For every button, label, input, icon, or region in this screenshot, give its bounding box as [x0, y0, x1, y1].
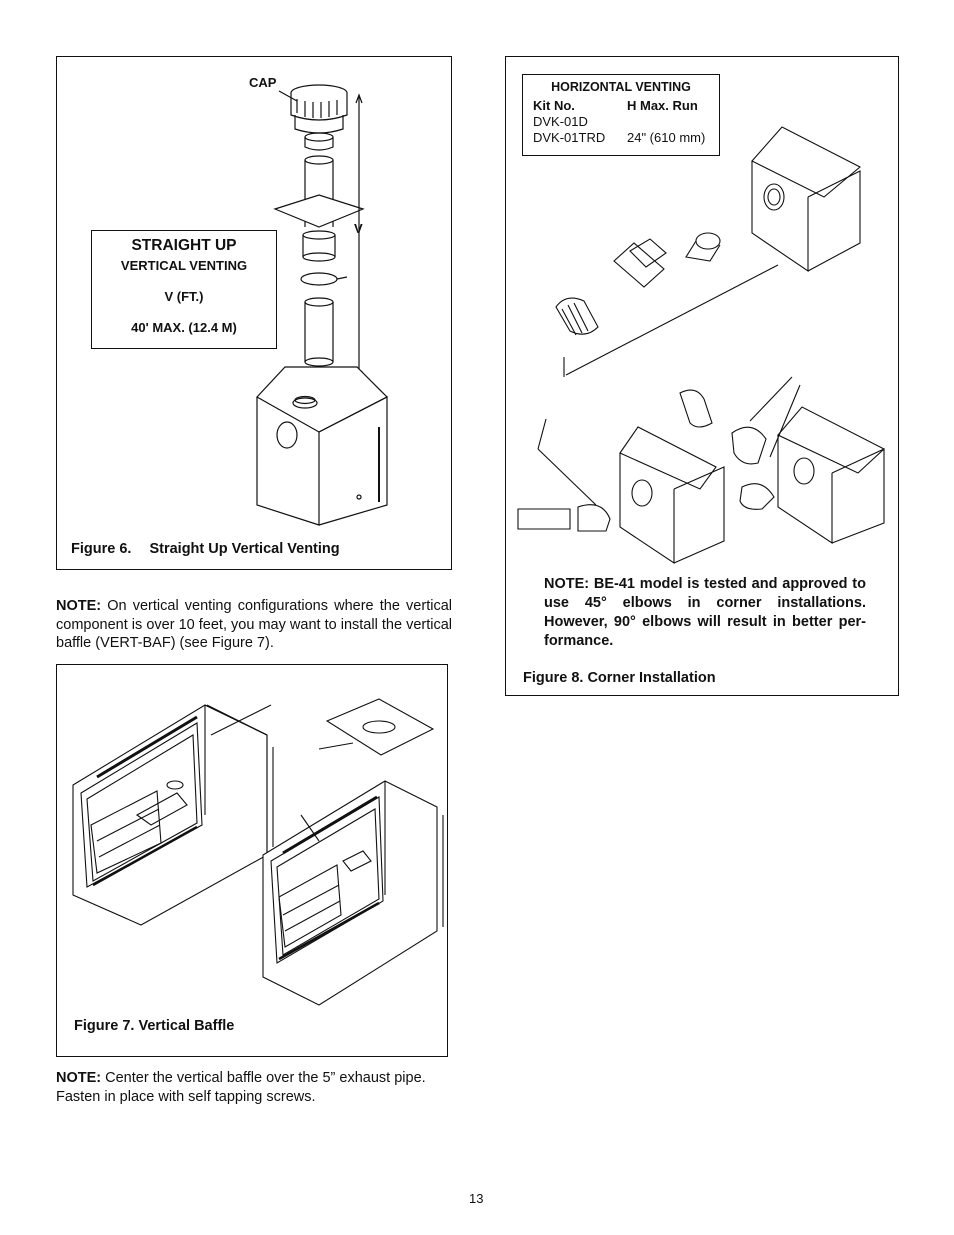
- note2-text: Center the vertical baffle over the 5” e…: [56, 1070, 426, 1105]
- figure-6-number: Figure 6.: [71, 541, 132, 557]
- cap-label: CAP: [249, 75, 277, 90]
- box-unit: V (FT.): [164, 289, 204, 304]
- table-header-row: Kit No. H Max. Run: [533, 98, 719, 113]
- horizontal-venting-table: HORIZONTAL VENTING Kit No. H Max. Run DV…: [522, 74, 720, 156]
- figure-7-drawing: [72, 698, 444, 1006]
- box-max: 40' MAX. (12.4 M): [131, 320, 237, 335]
- v-dimension-label: V: [354, 221, 363, 236]
- table-row: DVK-01D: [533, 114, 719, 129]
- box-subtitle: VERTICAL VENTING: [120, 258, 248, 273]
- figure-6-drawing: [256, 84, 389, 526]
- figure-7-frame: Figure 7. Vertical Baffle: [56, 664, 448, 1057]
- kit-cell: DVK-01D: [533, 114, 588, 129]
- kit-cell: DVK-01TRD: [533, 130, 606, 145]
- col-kit-header: Kit No.: [533, 98, 575, 113]
- corner-installation-note: NOTE: BE-41 model is tested and approved…: [544, 576, 866, 649]
- table-title: HORIZONTAL VENTING: [551, 80, 691, 94]
- note-vertical-baffle: NOTE: On vertical venting configurations…: [56, 597, 452, 653]
- box-title: STRAIGHT UP: [131, 237, 237, 254]
- note-label: NOTE:: [56, 598, 102, 614]
- figure-6-frame: CAP V STRAIGHT UP VERTICAL VENTING V (FT…: [56, 56, 452, 570]
- figure-8-frame: HORIZONTAL VENTING Kit No. H Max. Run DV…: [505, 56, 899, 696]
- figure-7-caption: Figure 7. Vertical Baffle: [74, 1018, 235, 1034]
- table-row: DVK-01TRD 24" (610 mm): [533, 130, 719, 145]
- note2-label: NOTE:: [56, 1070, 102, 1086]
- straight-up-info-box: STRAIGHT UP VERTICAL VENTING V (FT.) 40'…: [91, 230, 277, 349]
- note-center-baffle: NOTE: Center the vertical baffle over th…: [56, 1069, 452, 1106]
- figure-6-caption: Figure 6. Straight Up Vertical Venting: [71, 541, 340, 557]
- figure-8-drawing: [517, 126, 885, 565]
- note-text: On vertical venting configurations where…: [56, 598, 452, 651]
- page-number: 13: [469, 1191, 484, 1206]
- figure-8-caption: Figure 8. Corner Installation: [523, 670, 716, 686]
- col-run-header: H Max. Run: [627, 98, 698, 113]
- figure-6-title: Straight Up Vertical Venting: [149, 541, 340, 557]
- run-cell: 24" (610 mm): [627, 130, 706, 145]
